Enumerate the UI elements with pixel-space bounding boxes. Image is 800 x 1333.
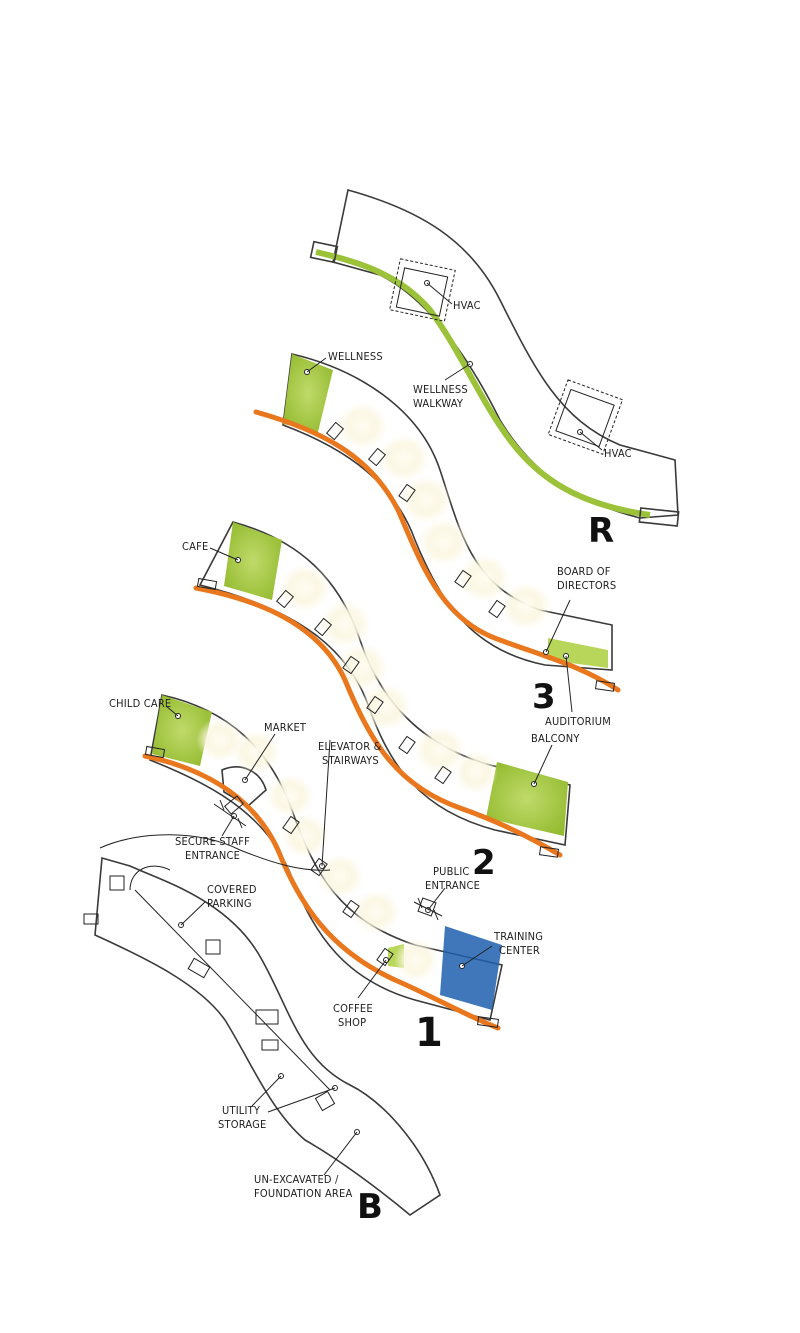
label-line: WALKWAY: [413, 397, 464, 410]
level-3-edge-band: [253, 409, 621, 693]
cafe-zone: [224, 522, 282, 600]
wellness-walkway: [315, 249, 651, 518]
level-marker-3: 3: [532, 677, 556, 717]
label-line: TRAINING: [493, 930, 543, 943]
level-1-glows: [196, 718, 438, 982]
child-care-zone: [152, 695, 212, 766]
level-marker-r: R: [588, 511, 614, 551]
label-line: CENTER: [499, 944, 540, 957]
hvac-unit-bottom: [547, 379, 624, 455]
label-market: MARKET: [264, 721, 307, 734]
label-child-care: CHILD CARE: [109, 697, 171, 710]
label-line: SHOP: [338, 1016, 366, 1029]
label-auditorium: AUDITORIUM: [545, 715, 611, 728]
label-line: UN-EXCAVATED /: [254, 1173, 339, 1186]
roof-stair-left: [309, 240, 339, 264]
label-balcony: BALCONY: [531, 732, 580, 745]
wellness-zone: [283, 354, 333, 432]
label-line: PUBLIC: [433, 865, 470, 878]
label-line: SECURE STAFF: [175, 835, 250, 848]
label-line: ENTRANCE: [425, 879, 480, 892]
level-1-slab: [149, 694, 503, 1021]
level-marker-b: B: [357, 1187, 383, 1227]
label-line: PARKING: [207, 897, 252, 910]
label-line: WELLNESS: [413, 383, 468, 396]
level-3-stairs: [325, 421, 616, 692]
roof-stair-right: [638, 507, 680, 527]
balcony-zone: [486, 762, 568, 836]
level-1-edge-band: [142, 753, 501, 1031]
level-marker-2: 2: [472, 843, 496, 883]
label-hvac-bottom: HVAC: [604, 447, 632, 460]
label-line: BOARD OF: [557, 565, 611, 578]
level-marker-1: 1: [415, 1010, 443, 1056]
site-curve: [99, 834, 331, 871]
market-zone: [221, 766, 267, 807]
auditorium-zone: [548, 638, 608, 668]
level-2-glows: [279, 564, 498, 794]
level-3-glows: [336, 402, 552, 630]
level-2-edge-band: [193, 585, 563, 858]
label-line: FOUNDATION AREA: [254, 1187, 352, 1200]
level-1-stairs: [144, 745, 500, 1028]
level-2-stairs: [196, 577, 560, 858]
training-center-zone: [440, 926, 502, 1010]
label-line: UTILITY: [222, 1104, 261, 1117]
label-cafe: CAFE: [182, 540, 208, 553]
label-hvac-top: HVAC: [453, 299, 481, 312]
label-line: DIRECTORS: [557, 579, 616, 592]
entrance-marker-public: [413, 897, 443, 921]
basement-slab: [94, 856, 441, 1216]
label-unexcavated: UN-EXCAVATED /FOUNDATION AREA: [254, 1173, 352, 1200]
roof-slab: [332, 189, 679, 519]
basement-stairs: [83, 875, 336, 1112]
label-line: STAIRWAYS: [322, 754, 379, 767]
label-line: ENTRANCE: [185, 849, 240, 862]
label-line: ELEVATOR &: [318, 740, 382, 753]
label-line: COVERED: [207, 883, 257, 896]
drive-curve: [129, 865, 171, 891]
label-line: COFFEE: [333, 1002, 373, 1015]
entrance-marker-secure: [213, 799, 247, 829]
level-2: CAFE BALCONY 2: [182, 521, 580, 883]
hvac-unit-top: [389, 258, 456, 322]
basement-partition: [134, 889, 331, 1091]
label-wellness: WELLNESS: [328, 350, 383, 363]
label-line: STORAGE: [218, 1118, 266, 1131]
label-elevator-stairways: ELEVATOR &STAIRWAYS: [318, 740, 382, 767]
